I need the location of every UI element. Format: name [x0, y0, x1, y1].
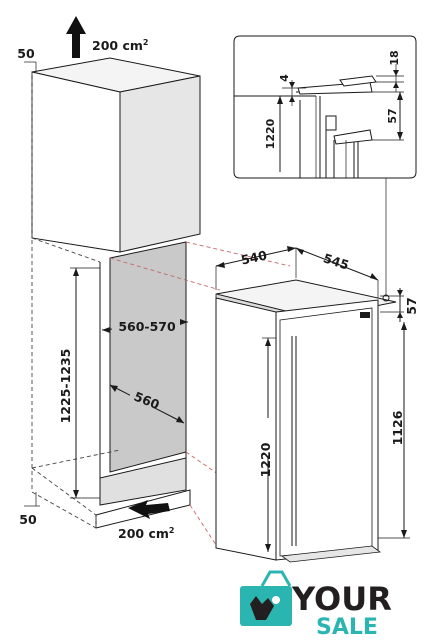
projection-lines — [109, 241, 291, 549]
dim-appliance-width-label: 540 — [240, 247, 269, 267]
logo-line-2: SALE — [316, 615, 378, 640]
appliance-body — [215, 279, 397, 563]
dim-niche-width-label: 560-570 — [118, 319, 176, 334]
airflow-top-label: 200 cm2 — [92, 38, 148, 53]
detail-dim-4-label: 4 — [278, 74, 291, 82]
dim-bottom-gap-label: 50 — [19, 512, 37, 527]
dim-niche-height-label: 1225-1235 — [58, 349, 73, 424]
detail-dim-57-label: 57 — [386, 108, 399, 123]
arrow-up-icon — [66, 16, 86, 58]
airflow-bottom: 200 cm2 — [118, 500, 174, 541]
detail-inset: 4 1220 18 57 — [233, 35, 417, 302]
detail-dim-18-label: 18 — [388, 50, 401, 65]
cabinet-niche — [99, 241, 187, 506]
dim-appliance-hinge-label: 57 — [404, 297, 419, 314]
dim-niche-width: 560-570 — [101, 318, 189, 334]
detail-dim-1220-label: 1220 — [264, 118, 277, 149]
arrow-left-icon — [128, 500, 170, 519]
cabinet-upper-block — [31, 57, 201, 253]
dim-appliance-width: 540 — [215, 246, 297, 290]
dim-niche-height: 1225-1235 — [58, 267, 100, 499]
dim-appliance-height-right-label: 1126 — [390, 410, 405, 445]
dim-appliance-height-right: 1126 — [378, 322, 410, 539]
yoursale-logo: YOUR SALE — [240, 570, 392, 640]
dim-niche-depth: 560 — [109, 384, 185, 424]
airflow-top: 200 cm2 — [66, 16, 148, 58]
shopping-bag-icon — [240, 570, 292, 626]
airflow-bottom-label: 200 cm2 — [118, 526, 174, 541]
dim-appliance-height-left: 1220 — [258, 337, 276, 552]
logo-line-1: YOUR — [291, 580, 392, 618]
dim-top-gap: 50 — [17, 46, 37, 72]
dim-appliance-depth-label: 545 — [321, 250, 350, 272]
dim-appliance-height-left-label: 1220 — [258, 442, 273, 477]
dim-top-gap-label: 50 — [17, 46, 35, 61]
dim-bottom-gap: 50 — [19, 492, 40, 527]
